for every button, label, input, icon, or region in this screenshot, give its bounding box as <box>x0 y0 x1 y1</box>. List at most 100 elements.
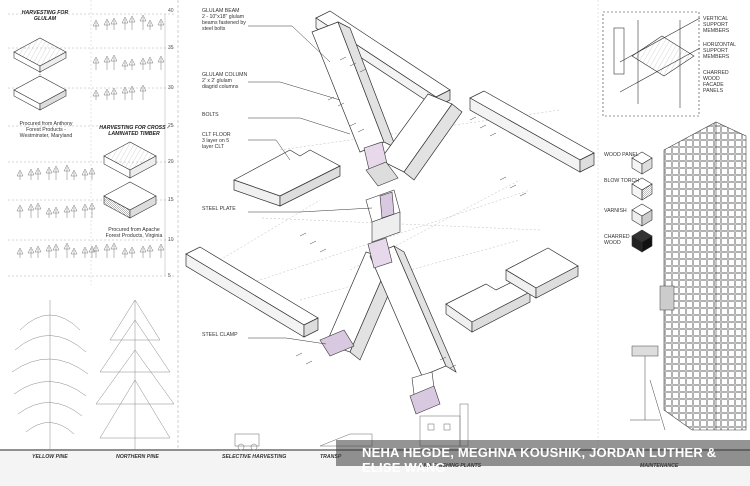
glulam-beam-right <box>469 90 595 173</box>
bolt <box>359 68 367 73</box>
glulam-block-bottom <box>13 75 67 111</box>
bolt <box>357 128 365 133</box>
tree-sketch <box>27 203 35 218</box>
tree-sketch <box>16 204 24 218</box>
steel-clamp <box>319 329 441 415</box>
tree-sketch <box>34 245 42 258</box>
tree-sketch <box>103 55 111 70</box>
tick-label: 25 <box>168 123 174 129</box>
tree-sketch <box>128 58 136 70</box>
steel-plate-node <box>363 141 401 269</box>
callout-leaders <box>248 25 373 345</box>
bolt <box>319 248 327 253</box>
tree-sketch <box>27 168 35 180</box>
bolt <box>309 240 317 245</box>
tree-sketch <box>128 246 136 258</box>
clt-block-top <box>103 141 157 179</box>
bolt <box>479 124 487 129</box>
tree-sketch <box>34 202 42 218</box>
tree-sketch <box>128 85 136 100</box>
glulam-column-upper-right <box>379 93 463 181</box>
tree-sketch <box>146 19 154 30</box>
tree-sketch <box>81 203 89 218</box>
tree-sketch <box>81 246 89 258</box>
callout-bolts: BOLTS <box>202 112 219 118</box>
label-maintenance: MAINTENANCE <box>640 463 679 469</box>
tree-sketch <box>63 205 71 218</box>
tree-sketch <box>92 56 100 70</box>
tree-sketch <box>110 54 118 70</box>
tree-sketch <box>139 245 147 258</box>
timeline-scale <box>8 13 175 277</box>
forest-growth-sketches <box>16 14 165 258</box>
bolt <box>439 356 447 361</box>
label-charred-panels: CHARRED WOOD FACADE PANELS <box>703 70 729 94</box>
tree-sketch <box>146 56 154 70</box>
tree-sketch <box>63 164 71 180</box>
glulam-column-lower-right <box>369 245 457 377</box>
facade-layer-cubes <box>631 151 653 253</box>
bolt <box>349 62 357 67</box>
tree-sketch <box>103 18 111 30</box>
tree-sketch <box>121 247 129 258</box>
tree-sketch <box>110 17 118 30</box>
callout-glulam-beam: GLULAM BEAM 2 - 10"x18" glulam beams fas… <box>202 8 246 32</box>
label-layer-blow-torch: BLOW TORCH <box>604 178 639 184</box>
tree-sketch <box>34 167 42 180</box>
clt-floor-slab-1 <box>233 149 341 207</box>
tree-sketch <box>88 167 96 180</box>
maintenance-lift <box>630 285 675 431</box>
tree-sketch <box>92 244 100 258</box>
tree-sketch <box>121 59 129 70</box>
glulam-block-top <box>13 37 67 73</box>
northern-pine-tree <box>95 299 175 450</box>
tree-sketch <box>128 15 136 30</box>
bolt <box>337 102 345 107</box>
tick-label: 20 <box>168 159 174 165</box>
tree-sketch <box>52 206 60 218</box>
label-selective-harvesting: SELECTIVE HARVESTING <box>222 454 287 460</box>
tick-label: 35 <box>168 45 174 51</box>
tree-sketch <box>70 169 78 180</box>
tree-sketch <box>52 165 60 180</box>
tree-sketch <box>110 87 118 100</box>
steel-bolts <box>295 56 527 369</box>
tick-label: 30 <box>168 85 174 91</box>
glulam-beam-lower-left <box>185 246 319 338</box>
tree-sketch <box>121 86 129 100</box>
bolt <box>327 96 335 101</box>
tree-sketch <box>45 244 53 258</box>
bolt <box>339 56 347 61</box>
tree-sketch <box>81 168 89 180</box>
bolt <box>299 232 307 237</box>
bolt <box>519 192 527 197</box>
label-layer-charred-wood: CHARRED WOOD <box>604 234 630 246</box>
bolt <box>295 352 303 357</box>
tree-sketch <box>88 245 96 258</box>
bolt <box>469 116 477 121</box>
clt-block-bottom <box>103 181 157 219</box>
tree-sketch <box>103 243 111 258</box>
bolt <box>509 184 517 189</box>
tick-label: 15 <box>168 197 174 203</box>
header-harvesting-glulam: HARVESTING FOR GLULAM <box>21 10 69 22</box>
tree-sketch <box>16 247 24 258</box>
tree-sketch <box>103 88 111 100</box>
clt-floor-slab-2 <box>445 281 531 333</box>
label-northern-pine: NORTHERN PINE <box>116 454 159 460</box>
bolt <box>305 360 313 365</box>
tree-sketch <box>139 84 147 100</box>
tree-sketch <box>157 18 165 30</box>
tree-sketch <box>139 14 147 30</box>
tree-sketch <box>121 16 129 30</box>
credits-banner: NEHA HEGDE, MEGHNA KOUSHIK, JORDAN LUTHE… <box>336 440 750 475</box>
facade-detail-box <box>602 11 701 117</box>
label-layer-varnish: VARNISH <box>604 208 627 214</box>
tree-sketch <box>52 243 60 258</box>
tree-sketch <box>92 89 100 100</box>
clt-floor-slab-3 <box>505 247 579 299</box>
bolt <box>499 176 507 181</box>
source-glulam: Procured from Anthony Forest Products - … <box>19 121 73 139</box>
tree-sketch <box>63 242 71 258</box>
